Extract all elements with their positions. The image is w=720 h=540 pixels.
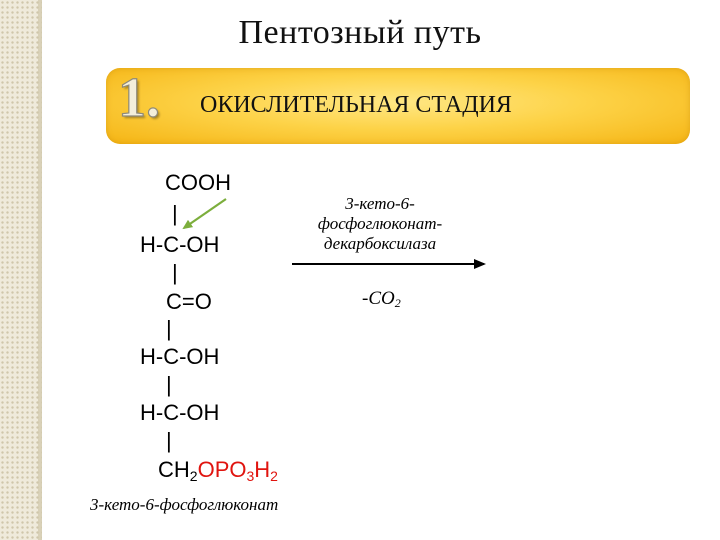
carbon-5: H-C-OH: [140, 400, 220, 425]
bond-5: |: [166, 428, 172, 453]
enzyme-line-3: декарбоксилаза: [323, 234, 437, 253]
bond-4: |: [166, 372, 172, 397]
stage-number: 1.: [117, 66, 160, 129]
bond-2: |: [172, 260, 178, 285]
co2-byproduct: -CO2: [362, 288, 401, 311]
carbon-2: H-C-OH: [140, 232, 220, 257]
enzyme-line-2: фосфоглюконат-: [317, 214, 443, 233]
bond-3: |: [166, 316, 172, 341]
enzyme-line-1: 3-кето-6-: [345, 194, 415, 213]
decarboxylation-arrow: [182, 198, 227, 230]
stage-label: ОКИСЛИТЕЛЬНАЯ СТАДИЯ: [200, 92, 512, 118]
carbon-4: H-C-OH: [140, 344, 220, 369]
co2-sub: 2: [394, 296, 401, 310]
decorative-side-strip: [0, 0, 42, 540]
phosphate-text: OPO: [197, 457, 247, 482]
molecule-name: 3-кето-6-фосфоглюконат: [90, 495, 279, 514]
co2-text: -CO: [362, 288, 395, 309]
carbon-6-phosphate: CH2OPO3H2: [158, 457, 278, 484]
ch2-text: CH: [158, 457, 190, 482]
stage-banner: [106, 68, 690, 144]
carboxyl-group: COOH: [165, 170, 231, 195]
enzyme-label: 3-кето-6- фосфоглюконат- декарбоксилаза: [290, 194, 470, 254]
carbon-3-keto: C=O: [166, 289, 212, 314]
ch2-sub: 2: [189, 468, 198, 484]
phosphate-sub: 3: [246, 468, 255, 484]
page-title: Пентозный путь: [238, 14, 482, 51]
phosphate-h-sub: 2: [270, 468, 278, 484]
bond-1: |: [172, 201, 178, 226]
phosphate-h: H: [254, 457, 271, 482]
